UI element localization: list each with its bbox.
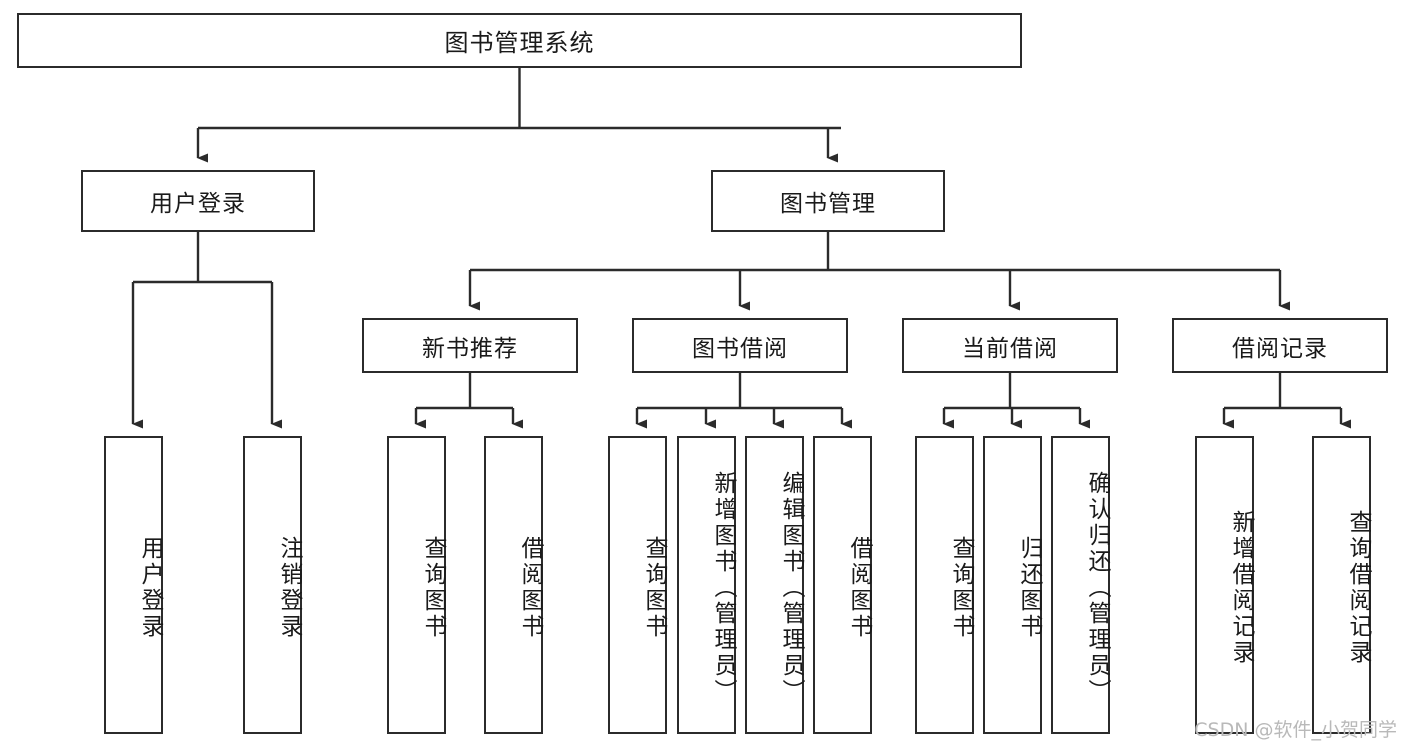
node-leaf-borrow-book-1-label: 借阅图书	[517, 536, 543, 640]
node-leaf-edit-book[interactable]: 编辑图书（管理员）	[745, 436, 804, 734]
node-leaf-logout-label: 注销登录	[276, 536, 302, 640]
node-leaf-add-book-label: 新增图书（管理员）	[710, 471, 736, 705]
node-leaf-query-book-1[interactable]: 查询图书	[387, 436, 446, 734]
node-book-borrow[interactable]: 图书借阅	[632, 318, 848, 373]
node-leaf-add-book[interactable]: 新增图书（管理员）	[677, 436, 736, 734]
node-leaf-return-book-label: 归还图书	[1016, 536, 1042, 640]
csdn-watermark: CSDN @软件_小贺同学	[1194, 719, 1397, 741]
node-leaf-borrow-book-2-label: 借阅图书	[846, 536, 872, 640]
node-leaf-borrow-book-2[interactable]: 借阅图书	[813, 436, 872, 734]
node-leaf-add-record[interactable]: 新增借阅记录	[1195, 436, 1254, 734]
node-new-book-recommend[interactable]: 新书推荐	[362, 318, 578, 373]
node-leaf-edit-book-label: 编辑图书（管理员）	[778, 471, 804, 705]
node-leaf-add-record-label: 新增借阅记录	[1228, 510, 1254, 666]
node-leaf-return-book[interactable]: 归还图书	[983, 436, 1042, 734]
node-root-label: 图书管理系统	[444, 29, 595, 57]
node-leaf-confirm-return[interactable]: 确认归还（管理员）	[1051, 436, 1110, 734]
node-book-manage[interactable]: 图书管理	[711, 170, 945, 232]
node-leaf-query-record-label: 查询借阅记录	[1345, 510, 1371, 666]
node-leaf-query-record[interactable]: 查询借阅记录	[1312, 436, 1371, 734]
node-new-book-recommend-label: 新书推荐	[422, 335, 518, 362]
node-leaf-user-login[interactable]: 用户登录	[104, 436, 163, 734]
node-user-login[interactable]: 用户登录	[81, 170, 315, 232]
node-current-borrow[interactable]: 当前借阅	[902, 318, 1118, 373]
node-book-manage-label: 图书管理	[780, 191, 876, 217]
node-current-borrow-label: 当前借阅	[962, 335, 1058, 362]
node-leaf-user-login-label: 用户登录	[137, 536, 163, 640]
node-book-borrow-label: 图书借阅	[692, 335, 788, 362]
node-leaf-query-book-1-label: 查询图书	[420, 536, 446, 640]
node-leaf-logout[interactable]: 注销登录	[243, 436, 302, 734]
node-user-login-label: 用户登录	[150, 191, 246, 217]
node-leaf-borrow-book-1[interactable]: 借阅图书	[484, 436, 543, 734]
node-borrow-record[interactable]: 借阅记录	[1172, 318, 1388, 373]
node-leaf-query-book-2-label: 查询图书	[641, 536, 667, 640]
node-root[interactable]: 图书管理系统	[17, 13, 1022, 68]
node-leaf-confirm-return-label: 确认归还（管理员）	[1084, 471, 1110, 705]
node-leaf-query-book-2[interactable]: 查询图书	[608, 436, 667, 734]
node-borrow-record-label: 借阅记录	[1232, 335, 1328, 362]
node-leaf-query-book-3[interactable]: 查询图书	[915, 436, 974, 734]
node-leaf-query-book-3-label: 查询图书	[948, 536, 974, 640]
